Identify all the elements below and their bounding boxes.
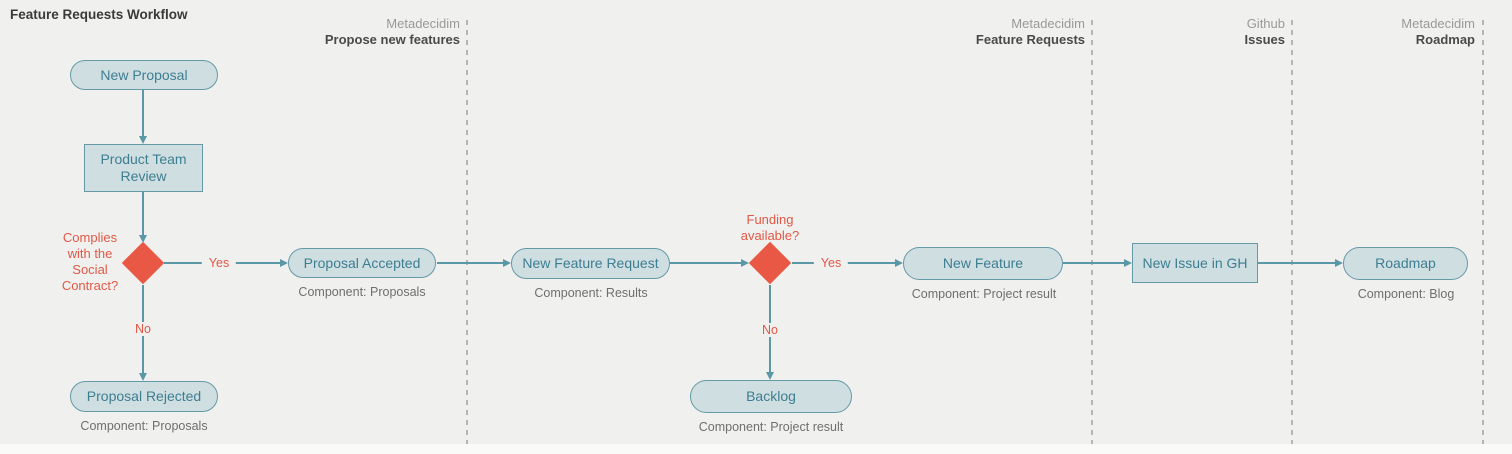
component-label: Component: Project result [911, 287, 1057, 301]
component-label: Component: Project result [698, 420, 844, 434]
lane-header-propose-new-features: Metadecidim Propose new features [325, 16, 460, 48]
decision-question-funding: Funding available? [740, 212, 800, 243]
node-proposal-accepted: Proposal Accepted [288, 248, 436, 278]
arrowhead-down-icon [139, 373, 147, 381]
connector-line [437, 262, 504, 264]
lane-header-issues: Github Issues [1245, 16, 1285, 48]
diagram-title: Feature Requests Workflow [10, 7, 188, 22]
node-new-feature-request: New Feature Request [511, 248, 670, 279]
lane-platform: Metadecidim [386, 16, 460, 31]
connector-line [1063, 262, 1126, 264]
branch-label-yes: Yes [201, 256, 237, 270]
lane-header-roadmap: Metadecidim Roadmap [1401, 16, 1475, 48]
decision-question-social-contract: Complies with the Social Contract? [61, 230, 119, 293]
arrowhead-right-icon [741, 259, 749, 267]
lane-divider [466, 20, 468, 444]
branch-label-no: No [755, 323, 785, 337]
branch-label-no: No [128, 322, 158, 336]
lane-divider [1291, 20, 1293, 444]
component-label: Component: Results [534, 286, 648, 300]
node-product-team-review: Product Team Review [84, 144, 203, 192]
branch-label-yes: Yes [813, 256, 849, 270]
arrowhead-right-icon [895, 259, 903, 267]
component-label: Component: Proposals [298, 285, 426, 299]
decision-diamond-social-contract [121, 241, 165, 285]
node-new-issue-in-gh: New Issue in GH [1132, 243, 1258, 283]
lane-platform: Github [1246, 16, 1285, 31]
connector-line [142, 90, 144, 137]
lane-name: Feature Requests [975, 32, 1085, 47]
connector-line [142, 192, 144, 236]
arrowhead-down-icon [139, 235, 147, 243]
bottom-margin-strip [0, 444, 1512, 454]
arrowhead-right-icon [1335, 259, 1343, 267]
lane-name: Issues [1244, 32, 1285, 47]
arrowhead-right-icon [503, 259, 511, 267]
arrowhead-right-icon [280, 259, 288, 267]
node-new-feature: New Feature [903, 247, 1063, 280]
arrowhead-right-icon [1124, 259, 1132, 267]
lane-name: Propose new features [324, 32, 460, 47]
lane-divider [1482, 20, 1484, 444]
lane-header-feature-requests: Metadecidim Feature Requests [976, 16, 1085, 48]
lane-platform: Metadecidim [1011, 16, 1085, 31]
decision-diamond-funding [748, 241, 792, 285]
lane-name: Roadmap [1415, 32, 1475, 47]
connector-line [670, 262, 742, 264]
node-new-proposal: New Proposal [70, 60, 218, 90]
node-roadmap: Roadmap [1343, 247, 1468, 280]
component-label: Component: Proposals [80, 419, 208, 433]
component-label: Component: Blog [1357, 287, 1455, 301]
lane-platform: Metadecidim [1401, 16, 1475, 31]
node-backlog: Backlog [690, 380, 852, 413]
lane-divider [1091, 20, 1093, 444]
arrowhead-down-icon [766, 372, 774, 380]
connector-line [1258, 262, 1336, 264]
arrowhead-down-icon [139, 136, 147, 144]
node-proposal-rejected: Proposal Rejected [70, 381, 218, 412]
